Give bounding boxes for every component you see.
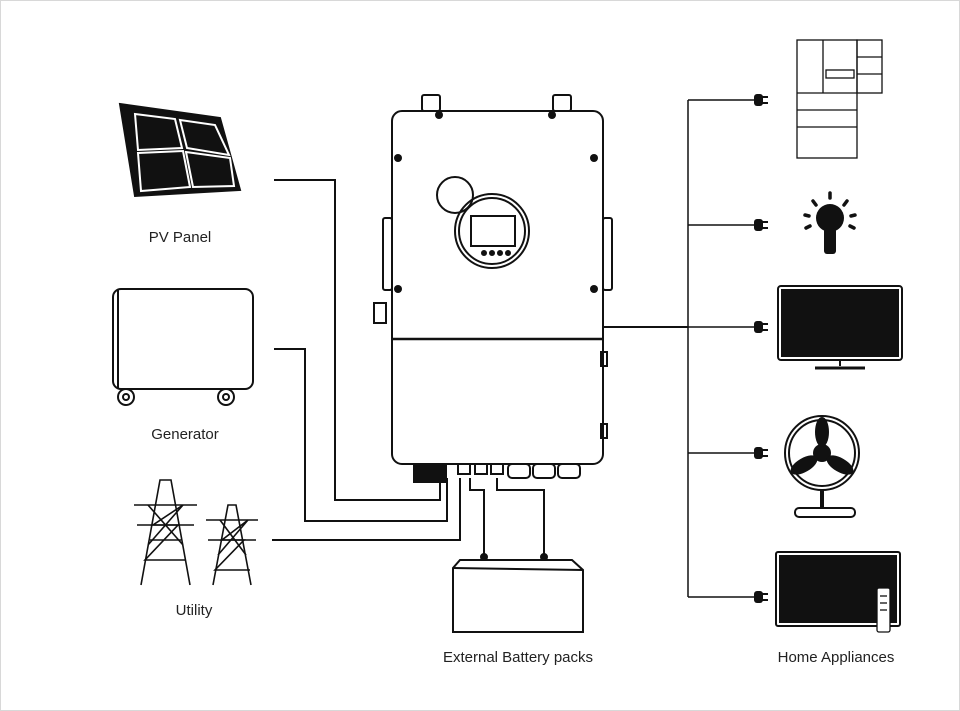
plug-icon (754, 321, 768, 333)
plug-icons (754, 94, 768, 603)
utility-wire (272, 478, 461, 541)
fan-icon (784, 415, 860, 518)
battery-icon (452, 553, 584, 633)
light-bulb-icon (803, 191, 857, 254)
plug-icon (754, 591, 768, 603)
plug-icon (754, 447, 768, 459)
pv-panel-label: PV Panel (148, 229, 212, 246)
plug-icon (754, 94, 768, 106)
generator-icon (112, 288, 254, 406)
generator-wire (274, 348, 448, 522)
plug-icon (754, 219, 768, 231)
battery-label: External Battery packs (442, 649, 594, 666)
remote-icon (876, 587, 891, 633)
battery-wire-pos (496, 478, 545, 555)
refrigerator-icon (796, 39, 883, 159)
appliances-label: Home Appliances (777, 649, 895, 666)
generator-label: Generator (151, 426, 219, 443)
pv-wire (274, 179, 441, 501)
solar-panel-icon (118, 102, 242, 198)
wiring (272, 99, 758, 598)
transmission-tower-icon (134, 479, 258, 586)
inverter-icon (373, 94, 613, 483)
utility-label: Utility (175, 602, 213, 619)
monitor-icon (777, 285, 903, 370)
battery-wire-neg (469, 478, 485, 555)
